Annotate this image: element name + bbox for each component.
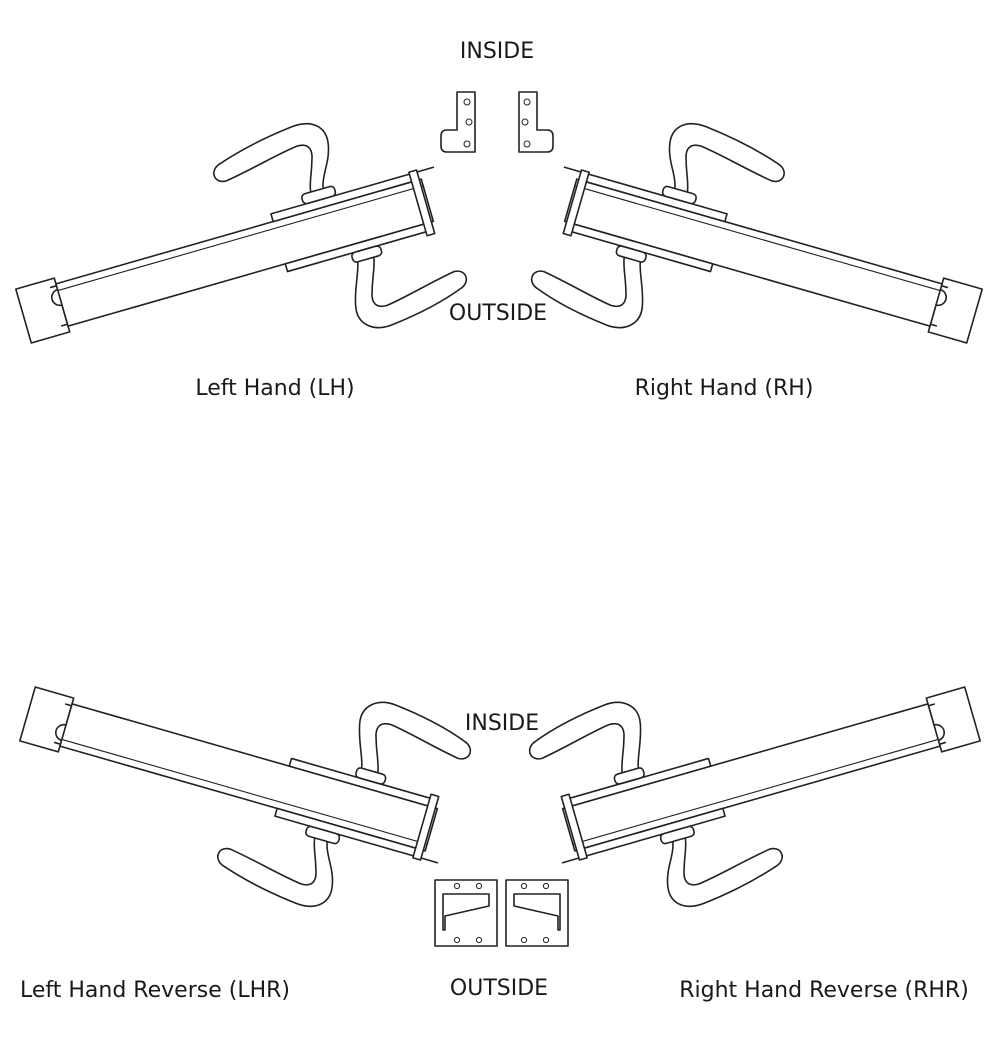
left-hand-door [0,91,474,423]
right-hand-reverse-door [522,607,1000,939]
bottom-outside-label: OUTSIDE [450,976,548,1001]
lh-label: Left Hand (LH) [195,376,354,401]
left-hand-reverse-door [0,607,478,939]
strike-plate-bottom-right-icon [505,879,569,947]
strike-plate-left-icon [440,91,476,153]
bottom-inside-label: INSIDE [465,711,539,736]
top-inside-label: INSIDE [460,39,534,64]
rh-label: Right Hand (RH) [635,376,814,401]
strike-plate-right-icon [518,91,554,153]
rhr-label: Right Hand Reverse (RHR) [679,978,969,1003]
right-hand-door [524,91,1000,423]
top-outside-label: OUTSIDE [449,301,547,326]
bottom-strike-plates [434,879,569,947]
lhr-label: Left Hand Reverse (LHR) [20,978,290,1003]
top-strike-plates [440,91,554,153]
strike-plate-bottom-left-icon [434,879,498,947]
